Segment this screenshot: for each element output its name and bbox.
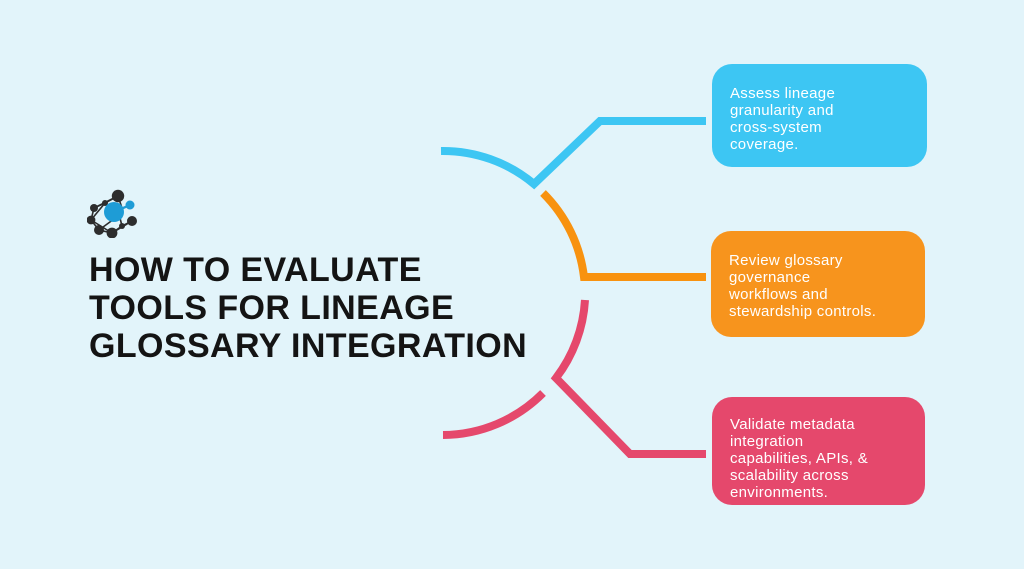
card-text-line: coverage. (730, 136, 799, 153)
card-text-line: capabilities, APIs, & (730, 450, 869, 467)
title-line-3: GLOSSARY INTEGRATION (89, 327, 528, 365)
title-line-2: TOOLS FOR LINEAGE (89, 289, 455, 327)
card-text-line: stewardship controls. (729, 303, 877, 320)
card-text-line: scalability across (730, 467, 849, 484)
card-text-line: environments. (730, 484, 829, 501)
card-text-line: Review glossary (729, 252, 843, 269)
assess-lineage-card: Assess lineage granularity and cross-sys… (712, 64, 927, 167)
accent-node (104, 200, 135, 222)
orange-connector (540, 190, 706, 281)
network-graph-icon (87, 189, 137, 238)
card-text-line: cross-system (730, 119, 822, 136)
review-glossary-card: Review glossary governance workflows and… (711, 231, 925, 337)
card-text-line: Assess lineage (730, 85, 836, 102)
card-text-line: Validate metadata (730, 416, 855, 433)
validate-metadata-card: Validate metadata integration capabiliti… (712, 397, 925, 505)
card-text-line: integration (730, 433, 804, 450)
card-text-line: granularity and (730, 102, 834, 119)
card-text-line: workflows and (729, 286, 828, 303)
title-line-1: HOW TO EVALUATE (89, 251, 422, 289)
pink-connector-lower (442, 390, 546, 439)
blue-connector (440, 117, 706, 190)
card-text-line: governance (729, 269, 811, 286)
page-title: HOW TO EVALUATE TOOLS FOR LINEAGE GLOSSA… (89, 251, 559, 365)
pink-connector-upper (550, 299, 706, 458)
